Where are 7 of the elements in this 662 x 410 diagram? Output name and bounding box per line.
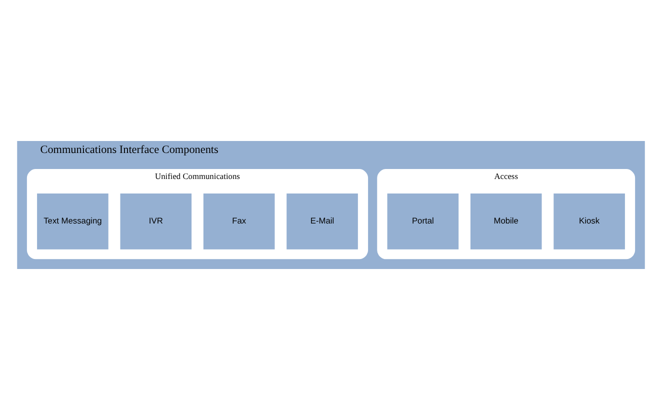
node-box: Mobile — [470, 193, 542, 250]
node-box: Portal — [387, 193, 459, 250]
node-box: Kiosk — [554, 193, 625, 250]
node-box: IVR — [120, 193, 192, 250]
node-box: E-Mail — [286, 193, 358, 250]
node-box: Text Messaging — [37, 193, 108, 250]
node-box: Fax — [203, 193, 275, 250]
